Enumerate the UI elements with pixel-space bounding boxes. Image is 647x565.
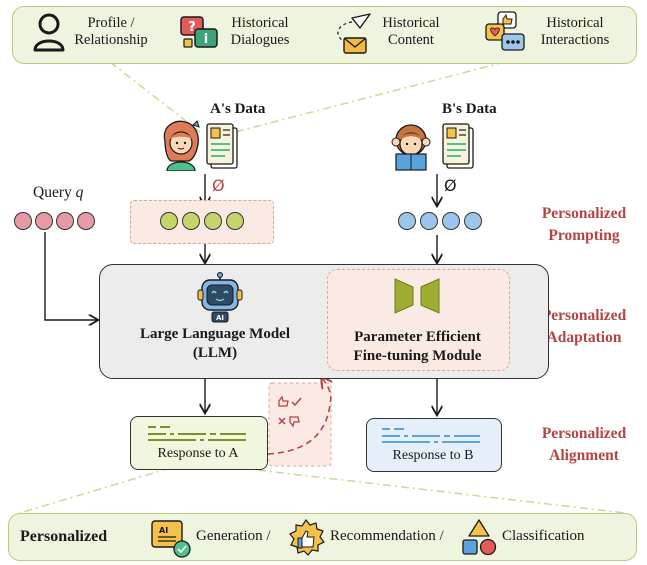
feedback-box [268,382,332,467]
a-token-dot [182,212,200,230]
source-interactions: Historical Interactions [540,15,610,48]
feedback-arrow [267,378,331,455]
response-a-label: Response to A [157,446,239,461]
user-b-avatar-icon [391,124,431,171]
source-dialogues: Historical Dialogues [230,15,290,48]
generation-icon: AI [151,520,191,558]
feedback-thumbs-icon [278,396,302,428]
history-sources-panel [12,6,637,64]
content-icon [337,13,371,54]
projection-line [109,61,201,133]
svg-text:?: ? [188,20,196,35]
profile-icon [33,13,65,52]
query-token-dot [77,212,95,230]
user-b-document-icon [442,123,474,169]
b-token-dot [464,212,482,230]
query-label: Query q [33,184,84,201]
user-b-empty-symbol: Ø [444,176,457,195]
recommendation-icon [289,518,325,556]
user-a-avatar-icon [163,120,200,171]
llm-label: Large Language Model(LLM) [140,326,290,361]
dialogue-icon: ? i [180,16,218,48]
classification-icon [462,519,497,556]
response-b-lines [382,428,480,443]
svg-text:AI: AI [159,526,168,535]
b-token-dot [420,212,438,230]
user-a-document-icon [206,123,238,169]
a-token-dot [226,212,244,230]
response-b-card [366,418,502,472]
query-token-dot [56,212,74,230]
a-token-dot [204,212,222,230]
response-b-label: Response to B [392,448,474,463]
source-profile: Profile / Relationship [74,15,148,48]
response-a-lines [148,426,246,441]
projection-line [239,467,626,514]
tasks-lead: Personalized [20,528,108,545]
user-a-label: A's Data [210,101,266,117]
task-recommendation: Recommendation / [330,528,444,544]
robot-icon: AI [197,272,243,323]
user-b-label: B's Data [442,101,497,117]
user-a-empty-symbol: Ø [212,176,225,195]
prompt-area-a [130,200,274,244]
b-token-dot [442,212,460,230]
task-classification: Classification [502,528,585,544]
query-token-dot [35,212,53,230]
a-token-dot [160,212,178,230]
interaction-icon [485,11,525,51]
tasks-panel [8,513,637,561]
robot-ai-tag: AI [216,314,224,322]
pef-module-panel [327,269,510,371]
b-token-dot [398,212,416,230]
query-token-dot [14,212,32,230]
svg-text:i: i [204,32,208,47]
projection-line [19,467,171,514]
source-content: Historical Content [382,15,440,48]
response-a-card [130,416,268,470]
projection-line [234,61,506,133]
pef-bowtie-icon [394,278,440,314]
task-generation: Generation / [196,528,271,544]
arrow-query [44,232,97,320]
